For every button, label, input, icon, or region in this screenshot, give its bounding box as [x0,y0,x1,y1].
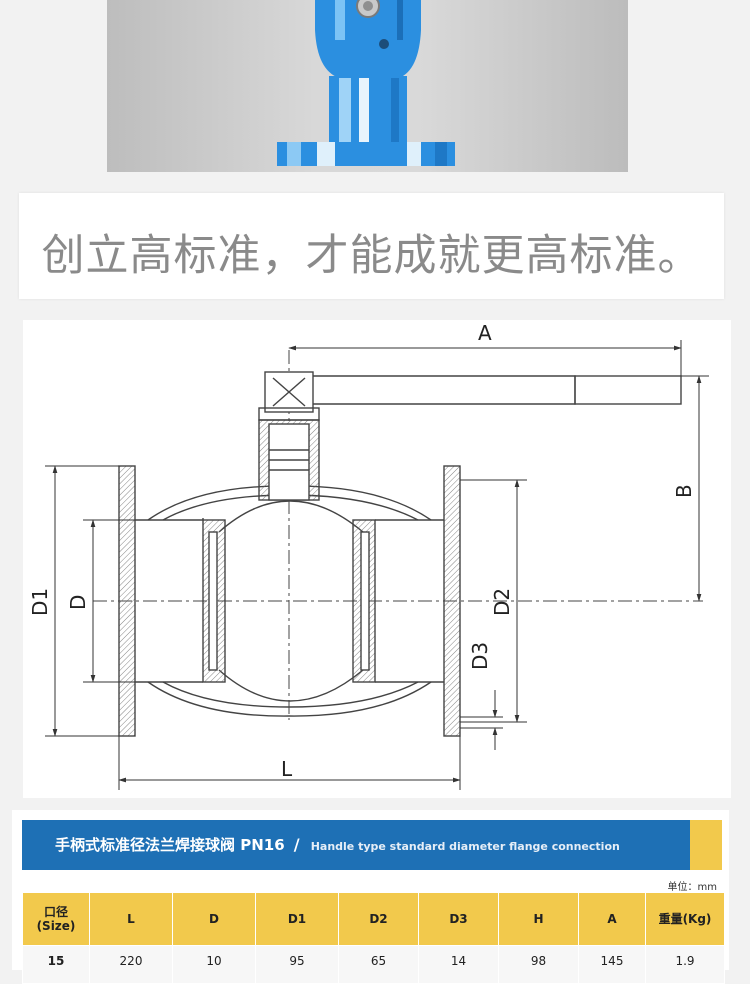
header-h: H [498,892,579,946]
spec-table: 口径(Size) L D D1 D2 D3 H A 重量(Kg) 15 220 … [22,892,725,984]
cell-l: 220 [89,945,173,984]
table-title-banner: 手柄式标准径法兰焊接球阀 PN16 / Handle type standard… [22,820,722,870]
cell-d: 10 [172,945,256,984]
cell-d2: 65 [338,945,419,984]
dim-label-d2: D2 [490,588,514,616]
table-header-row: 口径(Size) L D D1 D2 D3 H A 重量(Kg) [22,892,725,946]
cell-d3: 14 [418,945,499,984]
valve-dimension-drawing: A B D1 D D2 D3 L [28,321,709,790]
cell-size: 15 [22,945,90,984]
dim-label-d1: D1 [28,588,52,616]
header-d: D [172,892,256,946]
header-weight: 重量(Kg) [645,892,725,946]
dim-label-d: D [66,595,90,610]
cell-d1: 95 [255,945,339,984]
dim-label-a: A [478,321,492,345]
table-row: 15 220 10 95 65 14 98 145 1.9 [22,945,725,984]
technical-drawing: A B D1 D D2 D3 L [23,320,731,798]
slogan-text: 创立高标准，才能成就更高标准。 [41,231,702,281]
slogan-panel: 创立高标准，才能成就更高标准。 [19,193,724,299]
header-d1: D1 [255,892,339,946]
spec-table-card: 手柄式标准径法兰焊接球阀 PN16 / Handle type standard… [12,810,729,984]
dim-label-d3: D3 [468,642,492,670]
dim-label-l: L [281,757,293,781]
cell-weight: 1.9 [645,945,725,984]
table-title-cn: 手柄式标准径法兰焊接球阀 PN16 [55,836,285,854]
unit-label: 单位：mm [667,882,717,893]
header-a: A [578,892,646,946]
table-title-separator: / [293,835,300,854]
product-photo [107,0,628,172]
header-l: L [89,892,173,946]
cell-h: 98 [498,945,579,984]
header-size: 口径(Size) [22,892,90,946]
header-d3: D3 [418,892,499,946]
table-title-en: Handle type standard diameter flange con… [310,840,620,853]
valve-photo-illustration [277,0,455,166]
dim-label-b: B [672,484,696,498]
cell-a: 145 [578,945,646,984]
header-d2: D2 [338,892,419,946]
